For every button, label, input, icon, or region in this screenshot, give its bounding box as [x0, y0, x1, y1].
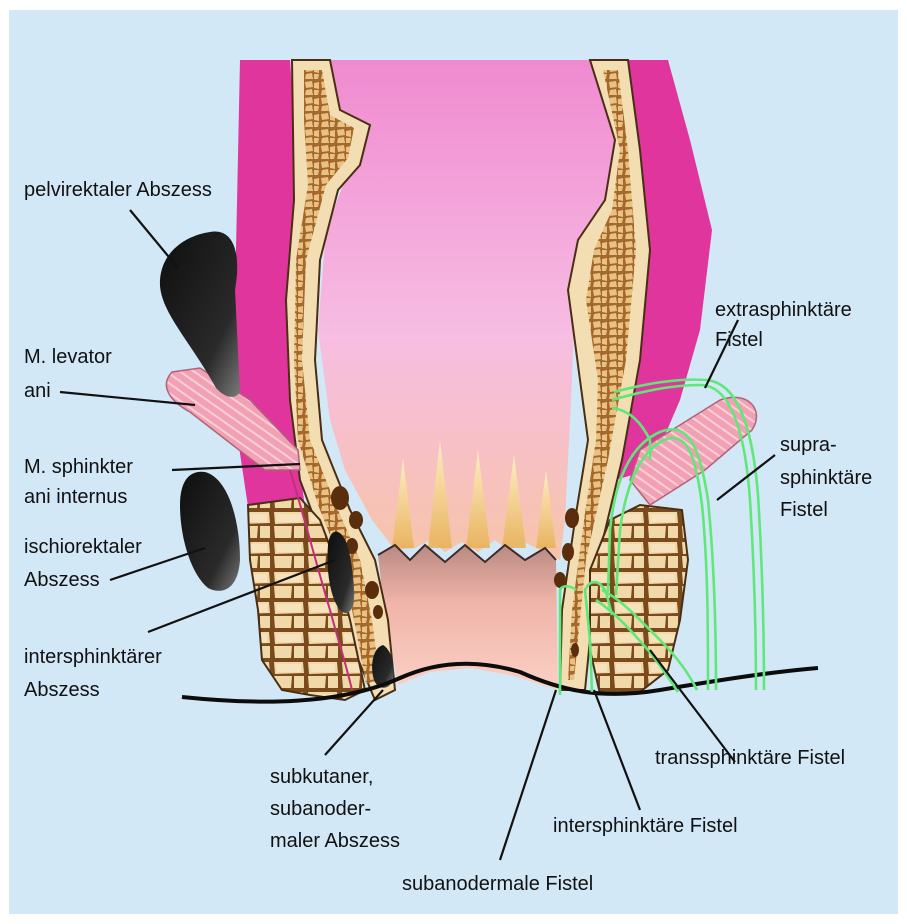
leader-subanodermale: [500, 690, 556, 860]
label-suprasphinktaere-line1: supra-: [780, 433, 837, 457]
leader-intersphinkt-fistel: [594, 690, 640, 810]
label-sphinkter-line2: ani internus: [24, 485, 127, 509]
label-ischiorektaler-line1: ischiorektaler: [24, 535, 142, 559]
label-pelvirektaler-abszess: pelvirektaler Abszess: [24, 178, 212, 202]
label-extrasphinktaere-line2: Fistel: [715, 328, 763, 352]
label-ischiorektaler-line2: Abszess: [24, 568, 100, 592]
label-intersphinktaerer-line2: Abszess: [24, 678, 100, 702]
label-transsphinktaere-fistel: transsphinktäre Fistel: [655, 746, 845, 770]
right-external-sphincter: [590, 505, 688, 694]
label-levator-line1: M. levator: [24, 345, 112, 369]
label-suprasphinktaere-line3: Fistel: [780, 498, 828, 522]
label-extrasphinktaere-line1: extrasphinktäre: [715, 298, 852, 322]
label-intersphinktaerer-line1: intersphinktärer: [24, 645, 162, 669]
anal-canal: [378, 545, 558, 690]
label-subkutaner-line3: maler Abszess: [270, 829, 400, 853]
label-subkutaner-line1: subkutaner,: [270, 765, 373, 789]
label-intersphinktaere-fistel: intersphinktäre Fistel: [553, 814, 738, 838]
label-levator-line2: ani: [24, 379, 51, 403]
ischiorectal-abscess: [180, 472, 240, 591]
label-subkutaner-line2: subanoder-: [270, 797, 371, 821]
leader-subkutaner: [325, 690, 383, 755]
label-sphinkter-line1: M. sphinkter: [24, 455, 133, 479]
label-subanodermale-fistel: subanodermale Fistel: [402, 872, 593, 896]
label-suprasphinktaere-line2: sphinktäre: [780, 466, 872, 490]
leader-pelvirektaler: [130, 210, 178, 268]
